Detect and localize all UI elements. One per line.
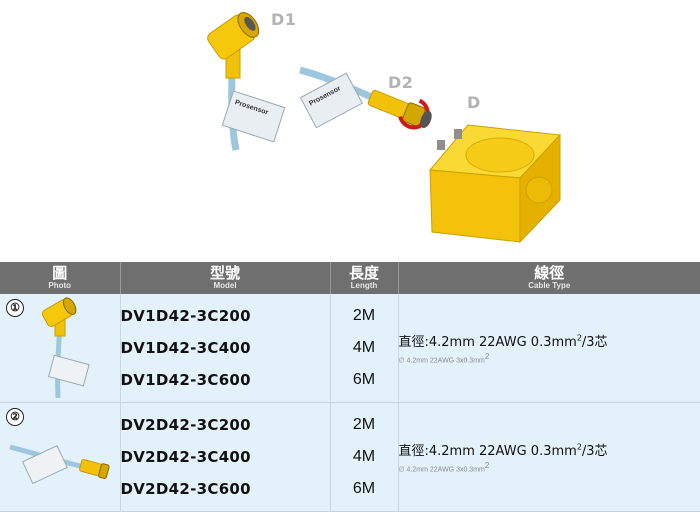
header-model-en: Model — [121, 281, 330, 291]
header-cable-zh: 線徑 — [399, 265, 700, 281]
cable-sub-sup: 2 — [485, 352, 489, 361]
model-number: DV2D42-3C600 — [121, 473, 330, 505]
length-value: 2M — [331, 300, 398, 332]
group-number: ② — [6, 408, 24, 426]
label-d: D — [467, 93, 481, 112]
label-d2: D2 — [388, 73, 413, 92]
cable-cell: 直徑:4.2mm 22AWG 0.3mm2/3芯 ∅ 4.2mm 22AWG 3… — [398, 403, 700, 512]
product-diagram: Prosensor Prosensor — [0, 0, 700, 262]
length-value: 6M — [331, 364, 398, 396]
length-value: 6M — [331, 473, 398, 505]
header-row: 圖 Photo 型號 Model 長度 Length 線徑 Cable Type — [0, 262, 700, 294]
model-cell: DV1D42-3C200 DV1D42-3C400 DV1D42-3C600 — [120, 294, 330, 403]
product-illustration: Prosensor Prosensor — [0, 0, 700, 262]
length-cell: 2M 4M 6M — [330, 294, 398, 403]
cable-spec: 直徑:4.2mm 22AWG 0.3mm2/3芯 — [399, 331, 700, 350]
cable-cell: 直徑:4.2mm 22AWG 0.3mm2/3芯 ∅ 4.2mm 22AWG 3… — [398, 294, 700, 403]
cable-spec-text: 直徑:4.2mm 22AWG 0.3mm — [399, 335, 577, 350]
header-cable: 線徑 Cable Type — [398, 262, 700, 294]
header-length-en: Length — [331, 281, 398, 291]
table-row: ① DV1D42-3C200 D — [0, 294, 700, 403]
table-row: ② DV2D42-3C200 DV2D42-3C400 — [0, 403, 700, 512]
cable-spec-english: ∅ 4.2mm 22AWG 3x0.3mm2 — [399, 352, 700, 364]
header-length: 長度 Length — [330, 262, 398, 294]
cable-spec-english: ∅ 4.2mm 22AWG 3x0.3mm2 — [399, 461, 700, 473]
photo-cell: ① — [0, 294, 120, 403]
header-photo-en: Photo — [0, 281, 120, 291]
cable-spec-cores: /3芯 — [582, 444, 608, 459]
header-cable-en: Cable Type — [399, 281, 700, 291]
cable-spec-cores: /3芯 — [582, 335, 608, 350]
label-d1: D1 — [271, 10, 296, 29]
cable-spec: 直徑:4.2mm 22AWG 0.3mm2/3芯 — [399, 440, 700, 459]
header-model: 型號 Model — [120, 262, 330, 294]
sensor-cube-image — [430, 125, 560, 242]
header-photo-zh: 圖 — [0, 265, 120, 281]
length-value: 4M — [331, 332, 398, 364]
group-number: ① — [6, 299, 24, 317]
cable-sub-sup: 2 — [485, 461, 489, 470]
model-number: DV2D42-3C400 — [121, 441, 330, 473]
spec-table: 圖 Photo 型號 Model 長度 Length 線徑 Cable Type… — [0, 262, 700, 512]
d1-connector-image: Prosensor — [205, 8, 285, 150]
model-number: DV1D42-3C600 — [121, 364, 330, 396]
header-photo: 圖 Photo — [0, 262, 120, 294]
header-model-zh: 型號 — [121, 265, 330, 281]
cable-spec-text: 直徑:4.2mm 22AWG 0.3mm — [399, 444, 577, 459]
header-length-zh: 長度 — [331, 265, 398, 281]
d2-connector-image: Prosensor — [300, 70, 436, 133]
length-value: 2M — [331, 409, 398, 441]
cable-sub-text: ∅ 4.2mm 22AWG 3x0.3mm — [399, 467, 485, 474]
model-number: DV2D42-3C200 — [121, 409, 330, 441]
length-value: 4M — [331, 441, 398, 473]
model-number: DV1D42-3C200 — [121, 300, 330, 332]
length-cell: 2M 4M 6M — [330, 403, 398, 512]
model-number: DV1D42-3C400 — [121, 332, 330, 364]
model-cell: DV2D42-3C200 DV2D42-3C400 DV2D42-3C600 — [120, 403, 330, 512]
cable-sub-text: ∅ 4.2mm 22AWG 3x0.3mm — [399, 358, 485, 365]
photo-cell: ② — [0, 403, 120, 512]
